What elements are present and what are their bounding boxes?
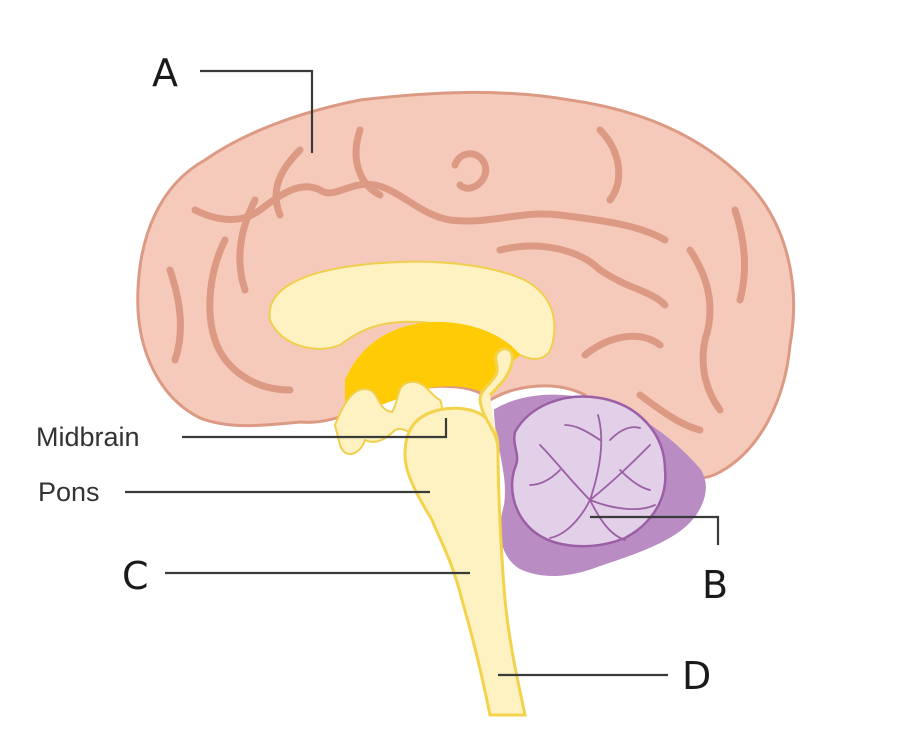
leader-lines xyxy=(125,69,720,677)
arbor-vitae xyxy=(529,414,656,541)
leader-midbrain xyxy=(182,418,448,439)
label-b: B xyxy=(702,563,728,607)
leader-b xyxy=(590,515,720,545)
midbrain-outline xyxy=(478,347,515,451)
label-c: C xyxy=(122,554,149,598)
label-d: D xyxy=(682,654,711,698)
diencephalon xyxy=(345,321,520,415)
label-midbrain: Midbrain xyxy=(36,422,140,452)
label-pons: Pons xyxy=(38,477,100,507)
label-a: A xyxy=(152,51,178,95)
cerebral-sulci xyxy=(166,126,749,434)
cerebellum-inner xyxy=(510,395,667,548)
leader-a xyxy=(200,69,314,153)
